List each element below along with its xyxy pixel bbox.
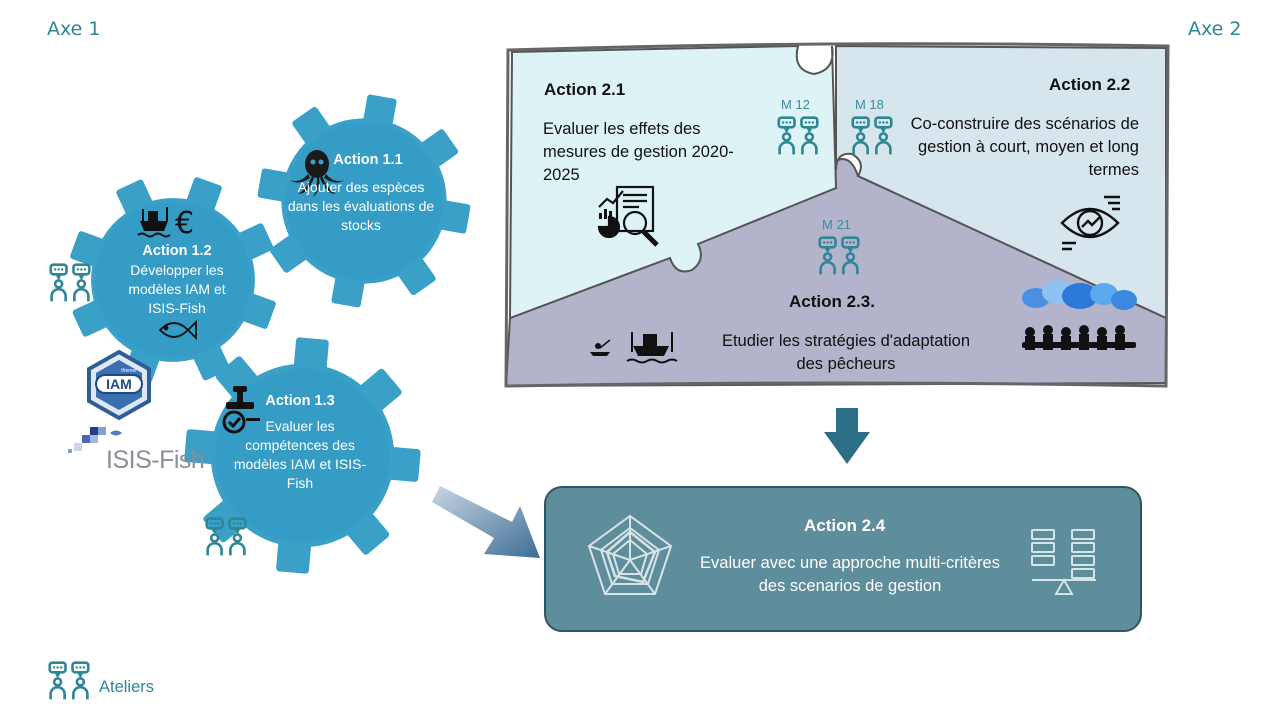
isis-fish-logo-text: ISIS-Fish (106, 446, 205, 474)
axis-label-axe1: Axe 1 (47, 18, 101, 40)
workshop-icon (49, 263, 91, 303)
workshop-icon (48, 661, 90, 701)
action-2-1-desc: Evaluer les effets des mesures de gestio… (543, 120, 734, 184)
action-1-1-title: Action 1.1 (333, 152, 403, 168)
action-2-2-title: Action 2.2 (1049, 75, 1131, 94)
action-1-2-text: Action 1.2 Développer les modèles IAM et… (118, 242, 236, 318)
svg-text:Ifremer: Ifremer (121, 368, 137, 374)
action-2-2-desc: Co-construire des scénarios de gestion à… (910, 115, 1139, 179)
action-1-2-desc: Développer les modèles IAM et ISIS-Fish (128, 262, 226, 316)
axe2-puzzle-panel (504, 42, 1170, 388)
balance-icon (1031, 529, 1096, 595)
fish-icon (158, 319, 197, 341)
action-2-3-desc: Etudier les stratégies d'adaptation des … (721, 332, 971, 373)
milestone-m18: M 18 (855, 97, 884, 112)
arrow-to-action-2-4 (432, 486, 540, 558)
legend-ateliers: Ateliers (99, 678, 155, 696)
action-2-4-desc: Evaluer avec une approche multi-critères… (700, 554, 1000, 595)
octopus-icon (290, 150, 344, 197)
boat-icon (626, 332, 678, 364)
action-1-3-desc: Evaluer les compétences des modèles IAM … (233, 418, 367, 491)
eye-icon (1060, 195, 1120, 251)
action-2-1-title: Action 2.1 (544, 80, 626, 99)
isis-fish-logo-mark (68, 427, 122, 453)
report-icon (597, 185, 659, 247)
fisherman-icon (590, 339, 611, 356)
euro-icon: € (175, 206, 195, 241)
workshop-icon (205, 517, 247, 557)
milestone-m21: M 21 (822, 217, 851, 232)
action-1-1-desc: Ajouter des espèces dans les évaluations… (287, 179, 435, 233)
boat-icon (137, 207, 171, 238)
workshop-icon (777, 116, 819, 156)
action-1-3-title: Action 1.3 (265, 393, 335, 409)
action-1-2-title: Action 1.2 (142, 243, 212, 259)
axis-label-axe2: Axe 2 (1188, 18, 1242, 40)
radar-chart-icon (587, 514, 673, 595)
action-1-3-text: Action 1.3 Evaluer les compétences des m… (230, 392, 370, 493)
milestone-m12: M 12 (781, 97, 810, 112)
meeting-icon (1022, 280, 1137, 350)
down-arrow (824, 408, 870, 464)
svg-text:IAM: IAM (106, 376, 132, 392)
action-2-3-title: Action 2.3. (789, 292, 875, 311)
workshop-icon (851, 116, 893, 156)
stamp-icon (222, 386, 260, 434)
workshop-icon (818, 236, 860, 276)
action-2-4-box (544, 486, 1142, 632)
action-2-4-title: Action 2.4 (804, 516, 886, 535)
iam-logo: IAM Ifremer (87, 349, 151, 421)
